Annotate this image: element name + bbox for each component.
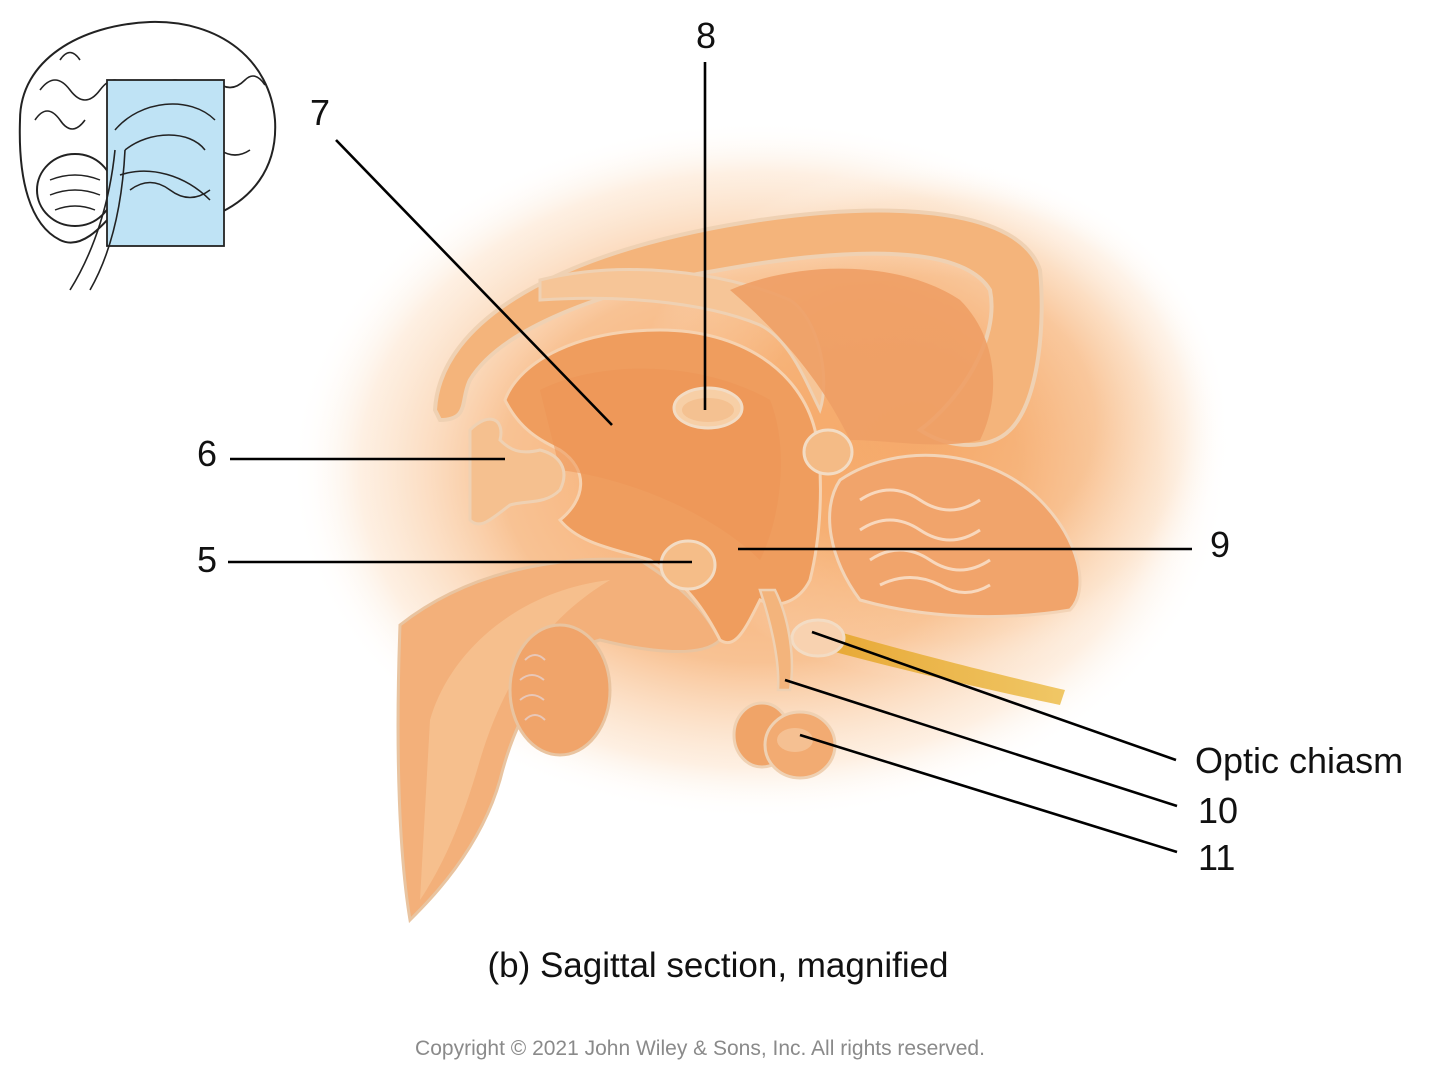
label-9: 9 xyxy=(1210,524,1230,565)
right-folds xyxy=(828,453,1082,619)
anterior-folds xyxy=(468,417,566,526)
leader-optic-chiasm xyxy=(811,630,1177,762)
optic-nerve xyxy=(810,625,1065,705)
leader-7 xyxy=(335,139,613,426)
leader-10 xyxy=(784,678,1178,808)
posterior-nodule xyxy=(802,428,854,476)
label-7: 7 xyxy=(310,92,330,133)
right-upper-mass xyxy=(730,268,994,445)
anterior-nodule xyxy=(659,539,717,591)
label-8: 8 xyxy=(696,15,716,56)
brainstem-inner xyxy=(420,580,610,900)
pituitary-gland xyxy=(732,701,837,780)
infundibulum xyxy=(758,588,794,692)
label-10: 10 xyxy=(1198,790,1238,831)
label-optic-chiasm: Optic chiasm xyxy=(1195,740,1403,781)
inset-highlight-box xyxy=(106,79,225,247)
brain-sagittal-inset-icon xyxy=(18,20,277,291)
copyright-notice: Copyright © 2021 John Wiley & Sons, Inc.… xyxy=(415,1037,985,1060)
folded-tissue xyxy=(508,623,612,757)
label-11: 11 xyxy=(1198,837,1235,878)
optic-chiasm xyxy=(790,618,846,658)
leader-11 xyxy=(799,733,1178,854)
label-5: 5 xyxy=(197,539,217,580)
figure-caption: (b) Sagittal section, magnified xyxy=(487,946,948,985)
label-6: 6 xyxy=(197,433,217,474)
